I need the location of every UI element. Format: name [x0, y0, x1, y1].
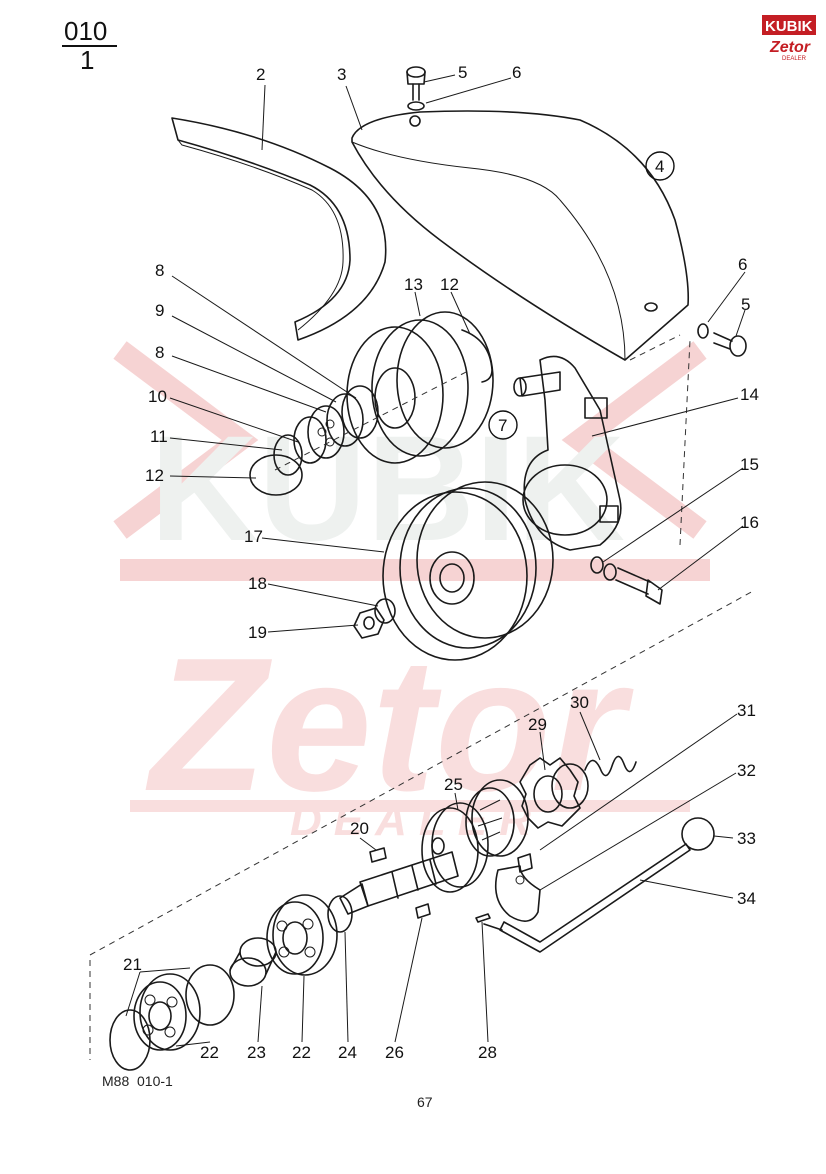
shift-fork — [494, 853, 541, 922]
kubik-zetor-logo: KUBIK Zetor DEALER — [762, 15, 816, 62]
upper-assembly — [171, 66, 747, 661]
callout-7-circle — [488, 410, 518, 440]
header: 010 1 — [62, 16, 117, 75]
logo-top-text: KUBIK — [765, 18, 813, 35]
pin-28 — [475, 913, 491, 923]
circlip-21-inner — [185, 964, 235, 1026]
small-pulley — [346, 311, 494, 464]
bearing-stack — [249, 385, 379, 496]
callout-6-side: 6 — [738, 255, 747, 274]
logo-red-box — [762, 15, 816, 35]
woodruff-key — [369, 847, 387, 863]
circlip-21-outer — [109, 1009, 151, 1071]
drawing-reference: M88 010-1 — [102, 1073, 173, 1089]
sheet-number: 1 — [80, 45, 94, 75]
callout-8-upper: 8 — [155, 261, 164, 280]
spur-gear — [519, 757, 589, 829]
callout-22-outer: 22 — [200, 1043, 219, 1062]
flange — [421, 802, 489, 893]
pin-26 — [415, 903, 431, 919]
callout-12-lower: 12 — [145, 466, 164, 485]
logo-dealer-text: DEALER — [782, 56, 807, 62]
lever-knob — [681, 817, 715, 851]
large-pulley — [382, 481, 554, 661]
tension-arm — [513, 355, 622, 551]
callout-8-lower: 8 — [155, 343, 164, 362]
callout-33: 33 — [737, 829, 756, 848]
pulley-nut — [353, 598, 396, 639]
cover-screw-hole-top — [409, 115, 421, 127]
callout-30: 30 — [570, 693, 589, 712]
ball-bearing-inner — [266, 894, 338, 976]
callout-6: 6 — [512, 63, 521, 82]
belt — [171, 117, 387, 341]
callout-5-side: 5 — [741, 295, 750, 314]
circlip-upper — [461, 329, 493, 383]
callout-29: 29 — [528, 715, 547, 734]
arm-stub-shaft — [519, 371, 561, 397]
spring — [584, 755, 637, 777]
callout-labels: 2 3 5 6 4 6 5 8 13 12 9 8 14 10 7 11 12 … — [123, 63, 759, 1062]
callout-12-upper: 12 — [440, 275, 459, 294]
watermark-zetor-text: Zetor — [145, 619, 634, 831]
circlip-12 — [249, 454, 303, 496]
page-number: 67 — [417, 1094, 433, 1110]
washer-top — [407, 101, 425, 111]
callout-22-inner: 22 — [292, 1043, 311, 1062]
clutch-disc — [465, 779, 529, 857]
callout-16: 16 — [740, 513, 759, 532]
screw-top — [406, 66, 426, 111]
callout-7: 7 — [498, 416, 507, 435]
drive-shaft — [339, 851, 459, 915]
callout-21: 21 — [123, 955, 142, 974]
callout-14: 14 — [740, 385, 759, 404]
shift-lever — [483, 817, 715, 953]
callout-31: 31 — [737, 701, 756, 720]
callout-23: 23 — [247, 1043, 266, 1062]
arm-bolt — [590, 556, 663, 605]
callout-17: 17 — [244, 527, 263, 546]
belt-cover — [351, 110, 690, 361]
leader-lines — [125, 74, 746, 1047]
callout-28: 28 — [478, 1043, 497, 1062]
callout-2: 2 — [256, 65, 265, 84]
callout-18: 18 — [248, 574, 267, 593]
callout-4: 4 — [655, 157, 664, 176]
callout-3: 3 — [337, 65, 346, 84]
callout-13: 13 — [404, 275, 423, 294]
watermark: KUBIK Zetor DEALER — [113, 341, 710, 845]
cover-screw-hole-side — [644, 302, 658, 312]
lower-assembly — [89, 589, 756, 1071]
callout-32: 32 — [737, 761, 756, 780]
screw-side — [697, 323, 747, 357]
callout-26: 26 — [385, 1043, 404, 1062]
callout-5: 5 — [458, 63, 467, 82]
callout-20: 20 — [350, 819, 369, 838]
washer-side — [697, 323, 709, 339]
circlip-24 — [327, 895, 353, 933]
logo-zetor-text: Zetor — [769, 39, 811, 56]
callout-4-circle — [645, 151, 675, 181]
callout-24: 24 — [338, 1043, 357, 1062]
watermark-bar — [130, 800, 690, 812]
footer: M88 010-1 67 — [102, 1073, 433, 1110]
callout-15: 15 — [740, 455, 759, 474]
callout-10: 10 — [148, 387, 167, 406]
group-code: 010 — [64, 16, 107, 46]
callout-11: 11 — [150, 427, 168, 446]
ball-bearing-outer — [133, 973, 201, 1051]
callout-34: 34 — [737, 889, 756, 908]
callout-25: 25 — [444, 775, 463, 794]
callout-9: 9 — [155, 301, 164, 320]
sleeve — [229, 937, 277, 987]
callout-19: 19 — [248, 623, 267, 642]
